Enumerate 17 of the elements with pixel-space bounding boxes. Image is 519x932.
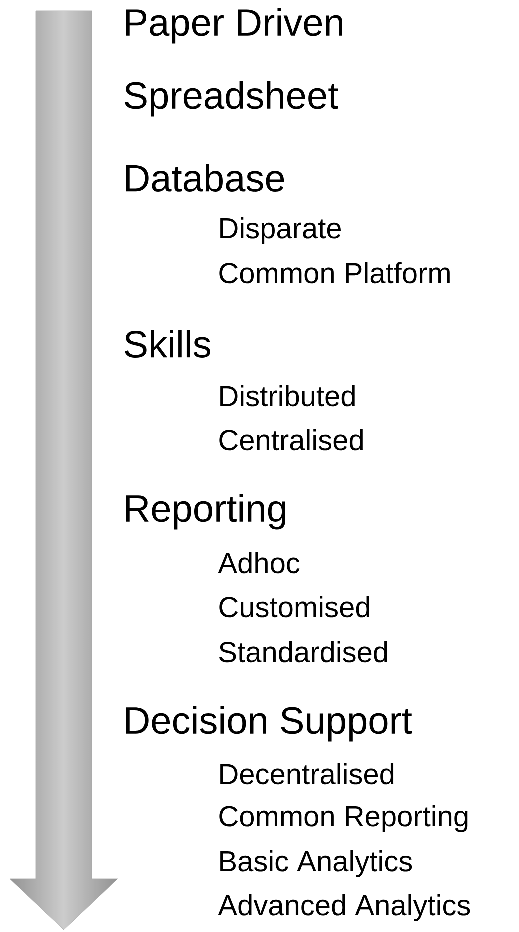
- list-item: Decentralised: [220, 763, 394, 785]
- list-item: Centralised: [220, 429, 363, 451]
- heading: Database: [126, 164, 284, 192]
- heading: Paper Driven: [126, 8, 342, 44]
- heading: Skills: [124, 330, 210, 358]
- heading: Spreadsheet: [124, 81, 338, 117]
- list-item: Distributed: [220, 385, 355, 407]
- list-item: Basic Analytics: [220, 850, 412, 878]
- list-item: Standardised: [220, 641, 388, 663]
- list-item: Adhoc: [218, 552, 300, 574]
- list-item: Advanced Analytics: [218, 894, 470, 922]
- list-item: Disparate: [220, 218, 341, 245]
- list-item: Common Platform: [220, 262, 450, 284]
- heading: Reporting: [126, 494, 286, 530]
- list-item: Customised: [220, 596, 370, 618]
- list-item: Common Reporting: [220, 805, 468, 833]
- heading: Decision Support: [126, 706, 412, 742]
